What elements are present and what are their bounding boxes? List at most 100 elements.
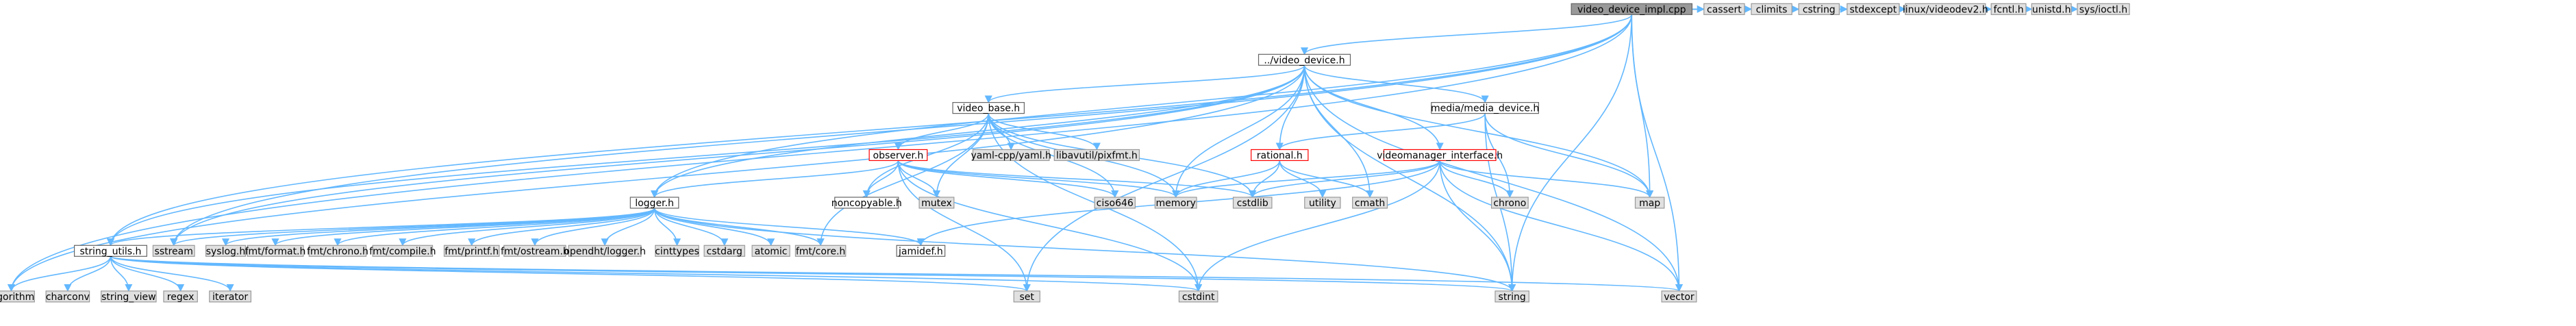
node-cstring[interactable]: cstring [1798,3,1840,15]
edge-vdh-to-string [1303,65,1516,292]
node-cstdlib[interactable]: cstdlib [1232,197,1273,209]
node-fcntl[interactable]: fcntl.h [1990,3,2027,15]
node-fmt-chrono[interactable]: fmt/chrono.h [307,244,368,257]
node-ciso646[interactable]: ciso646 [1094,197,1136,209]
node-cmath[interactable]: cmath [1352,197,1388,209]
node-cassert[interactable]: cassert [1703,3,1745,15]
edge-video_base-to-pixfmt [988,113,1101,151]
node-fmt-printf[interactable]: fmt/printf.h [443,244,500,257]
node-fmt-format[interactable]: fmt/format.h [245,244,306,257]
node-label: string [1499,292,1526,303]
node-noncopyable[interactable]: noncopyable.h [831,197,902,209]
edge-vdh-to-video_base [984,64,1305,103]
nodes-layer: video_device_impl.cpp ../video_device.h ca… [0,3,2130,303]
node-vmi[interactable]: videomanager_interface.h [1377,149,1503,161]
node-label: media/media_device.h [1431,103,1539,114]
node-set[interactable]: set [1013,290,1040,303]
node-atomic[interactable]: atomic [751,244,790,257]
node-vdh[interactable]: ../video_device.h [1258,53,1351,66]
node-label: observer.h [873,150,924,161]
node-unistd[interactable]: unistd.h [2031,3,2072,15]
node-fmt-core[interactable]: fmt/core.h [795,244,847,257]
edge-logger-to-cstdarg [653,208,729,247]
node-fmt-compile[interactable]: fmt/compile.h [369,244,436,257]
node-stdexcept[interactable]: stdexcept [1847,3,1900,15]
node-media-device[interactable]: media/media_device.h [1431,102,1539,114]
node-box [918,197,955,209]
node-string-utils[interactable]: string_utils.h [73,244,147,257]
edge-vmi-to-cstdint [1195,160,1441,292]
node-observer[interactable]: observer.h [868,149,928,161]
node-label: regex [167,292,195,303]
node-cstdint[interactable]: cstdint [1178,290,1218,303]
node-box [2077,3,2130,15]
node-sysioctl[interactable]: sys/ioctl.h [2077,3,2130,15]
node-algorithm[interactable]: algorithm [0,290,35,303]
node-video-base[interactable]: video_base.h [952,102,1025,114]
node-climits[interactable]: climits [1751,3,1792,15]
node-label: string_view [101,292,155,303]
node-label: ../video_device.h [1264,55,1345,66]
edge-string_utils-to-set [110,255,1031,292]
node-iterator[interactable]: iterator [209,290,252,303]
node-charconv[interactable]: charconv [45,290,90,303]
edge-observer-to-logger [651,160,899,199]
node-box [1154,197,1197,209]
node-regex[interactable]: regex [163,290,198,303]
node-label: stdexcept [1849,4,1897,15]
edge-vmi-to-memory [1172,160,1441,199]
node-yaml[interactable]: yaml-cpp/yaml.h [971,149,1051,161]
node-pixfmt[interactable]: libavutil/pixfmt.h [1053,149,1140,161]
edge-string_utils-to-iterator [110,256,234,292]
node-box [1013,290,1040,303]
edge-observer-to-noncopyable [862,160,899,199]
node-memory[interactable]: memory [1154,197,1197,209]
node-string-view[interactable]: string_view [101,290,157,303]
node-mutex[interactable]: mutex [918,197,955,209]
node-rational[interactable]: rational.h [1251,149,1309,161]
node-label: fmt/chrono.h [307,246,368,257]
node-logger[interactable]: logger.h [629,197,679,209]
node-label: map [1639,198,1660,209]
edge-logger-to-jamidef [653,208,925,247]
node-box [1751,3,1792,15]
node-box [1490,197,1529,209]
node-sstream[interactable]: sstream [152,244,195,257]
node-videodev2[interactable]: linux/videodev2.h [1903,3,1988,15]
node-label: syslog.h [206,246,246,257]
node-box [247,244,304,257]
node-cstdarg[interactable]: cstdarg [703,244,745,257]
node-box [1178,290,1218,303]
edge-logger-to-fmt_chrono [334,208,655,247]
edge-string_utils-to-algorithm [7,256,112,292]
edge-root-to-string_utils [106,14,1633,247]
node-syslog[interactable]: syslog.h [205,244,247,257]
node-root[interactable]: video_device_impl.cpp [1571,3,1693,15]
edge-logger-to-sstream [170,208,655,247]
node-utility[interactable]: utility [1304,197,1341,209]
edge-logger-to-fmt_printf [468,208,655,247]
node-fmt-ostream[interactable]: fmt/ostream.h [501,244,569,257]
edge-video_base-to-observer [894,113,990,151]
node-cinttypes[interactable]: cinttypes [655,244,699,257]
node-label: fmt/printf.h [445,246,499,257]
node-label: charconv [46,292,90,303]
node-map[interactable]: map [1634,197,1665,209]
node-vector[interactable]: vector [1661,290,1697,303]
node-chrono[interactable]: chrono [1490,197,1529,209]
node-string[interactable]: string [1495,290,1529,303]
node-box [372,244,434,257]
node-box [1634,197,1665,209]
edge-observer-to-set [897,160,1031,292]
node-label: logger.h [635,198,674,209]
node-label: atomic [755,246,788,257]
node-label: ciso646 [1097,198,1134,209]
node-opendht[interactable]: opendht/logger.h [564,244,646,257]
edge-vdh-to-memory [1172,65,1305,199]
node-box [73,244,147,257]
node-label: unistd.h [2032,4,2071,15]
node-jamidef[interactable]: jamidef.h [896,244,946,257]
node-box [952,102,1025,114]
edge-vdh-to-media_device [1303,65,1489,103]
edges-layer [7,5,2078,292]
